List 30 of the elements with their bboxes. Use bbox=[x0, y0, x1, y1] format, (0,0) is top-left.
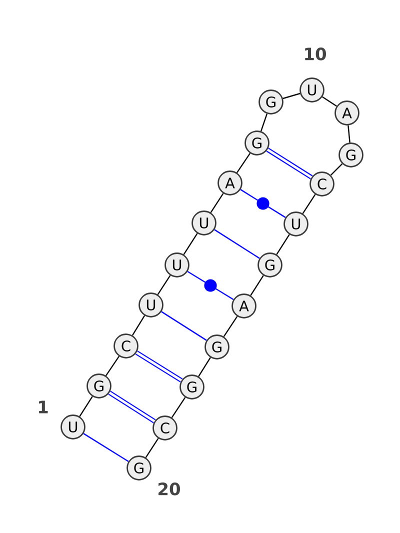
backbone-line bbox=[236, 152, 251, 174]
backbone-line bbox=[282, 92, 300, 100]
base-pair-line bbox=[108, 390, 156, 424]
position-number: 10 bbox=[305, 48, 326, 60]
base-pair-line bbox=[161, 311, 207, 341]
position-number: 1 bbox=[39, 400, 48, 414]
backbone-line bbox=[250, 275, 264, 296]
backbone-line bbox=[171, 397, 186, 418]
backbone-line bbox=[132, 315, 146, 336]
backbone-line bbox=[348, 125, 350, 143]
base-pair-line bbox=[187, 270, 234, 300]
backbone-line bbox=[105, 356, 120, 376]
base-pair-line bbox=[266, 148, 313, 180]
backbone-line bbox=[322, 96, 337, 107]
base-pair-line bbox=[135, 350, 183, 382]
backbone-line bbox=[276, 234, 290, 255]
backbone-line bbox=[145, 438, 159, 458]
position-number: 20 bbox=[158, 482, 180, 496]
backbone-line bbox=[79, 396, 93, 417]
backbone-line bbox=[260, 114, 268, 132]
backbone-line bbox=[330, 163, 343, 176]
backbone-line bbox=[183, 233, 198, 255]
backbone-line bbox=[210, 193, 224, 213]
backbone-line bbox=[302, 194, 316, 214]
backbone-line bbox=[198, 357, 211, 377]
base-pair-line bbox=[240, 189, 286, 218]
base-pair-line bbox=[83, 433, 129, 462]
backbone-line bbox=[157, 275, 171, 295]
base-pair-line bbox=[214, 229, 260, 259]
backbone-line bbox=[223, 316, 238, 337]
